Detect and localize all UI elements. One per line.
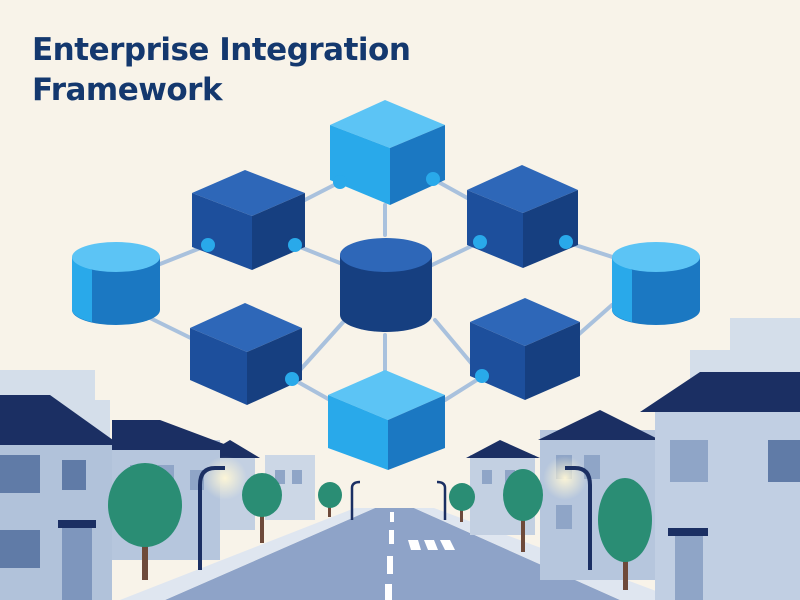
- house-right-middle: [538, 410, 660, 580]
- page-title: Enterprise Integration Framework: [32, 30, 411, 110]
- left-cylinder-node: [72, 242, 160, 325]
- left-upper-cube-node: [192, 170, 305, 270]
- center-cylinder-node: [340, 238, 432, 332]
- title-line-2: Framework: [32, 72, 223, 108]
- crosswalk: [408, 540, 455, 550]
- title-line-1: Enterprise Integration: [32, 32, 411, 68]
- trees: [108, 463, 652, 590]
- right-cylinder-node: [612, 242, 700, 325]
- house-right-near: [640, 372, 800, 600]
- right-upper-cube-node: [467, 165, 578, 268]
- bottom-cube-node: [328, 370, 445, 470]
- network-diagram: [72, 100, 700, 470]
- left-lower-cube-node: [190, 303, 302, 405]
- street-scene: [0, 318, 800, 600]
- road: [165, 508, 620, 600]
- connection-dots: [201, 172, 573, 386]
- top-cube-node: [330, 100, 445, 205]
- right-lower-cube-node: [470, 298, 580, 400]
- house-left-near: [0, 395, 120, 600]
- road-center-line: [385, 512, 394, 600]
- sidewalk-left: [120, 508, 375, 600]
- street-lamps: [198, 456, 592, 570]
